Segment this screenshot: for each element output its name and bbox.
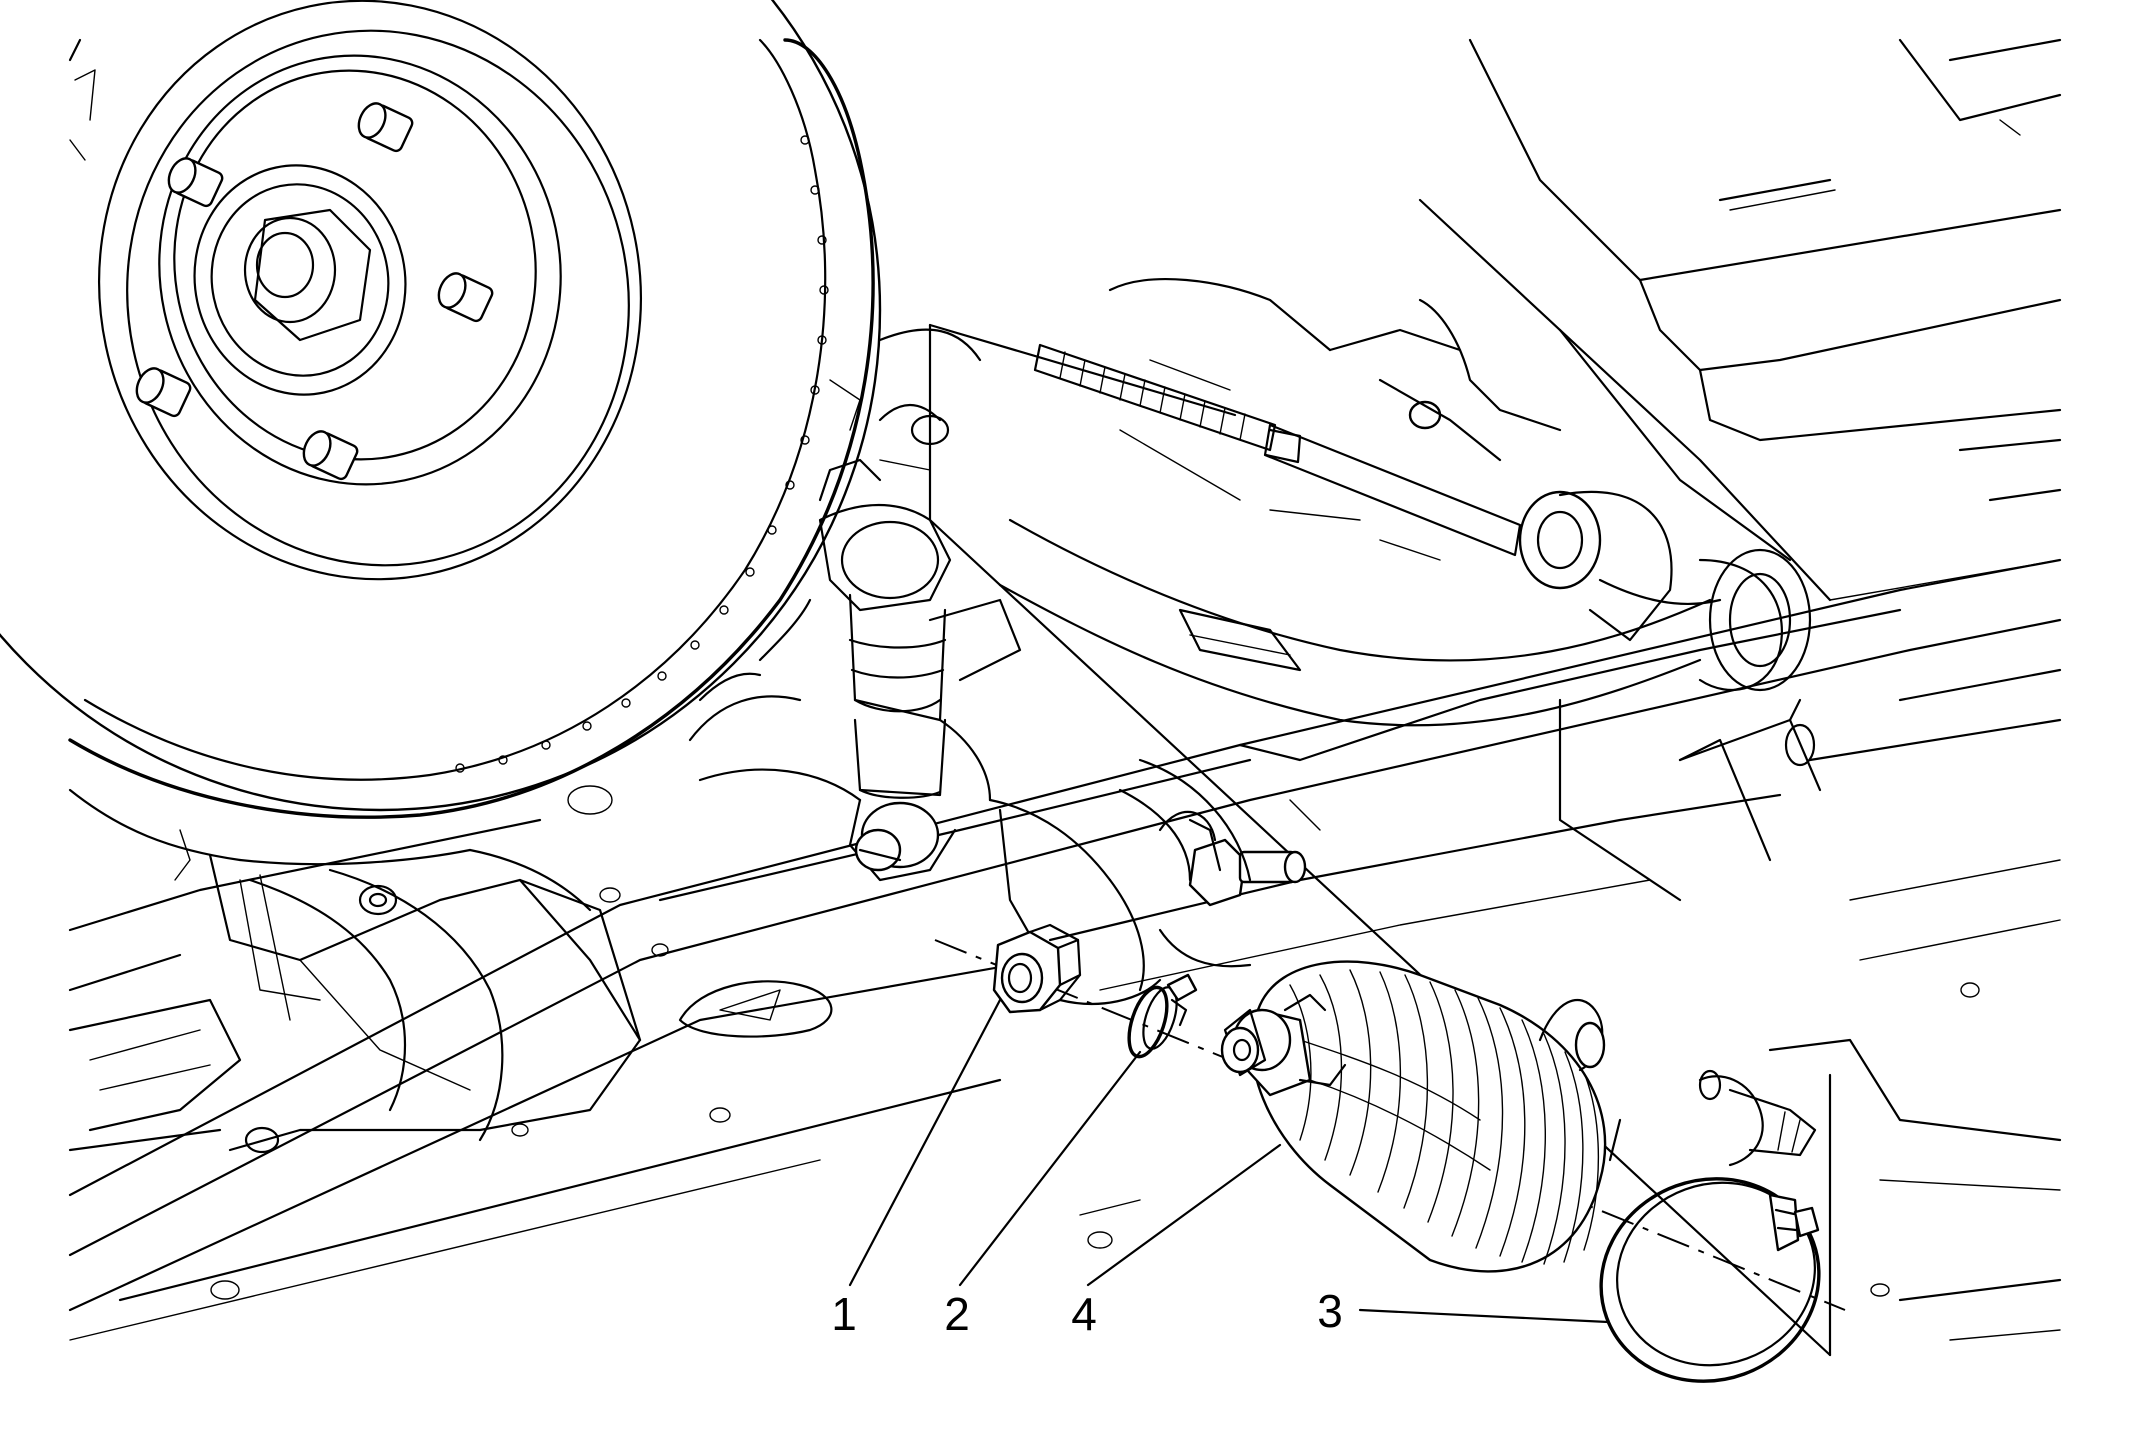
small-boot-clamp bbox=[1127, 973, 1198, 1059]
callout-3: 3 bbox=[1317, 1285, 1343, 1337]
callout-2: 2 bbox=[944, 1288, 970, 1340]
large-boot-clamp bbox=[1599, 1177, 1821, 1383]
callout-1: 1 bbox=[831, 1288, 857, 1340]
callout-4: 4 bbox=[1071, 1288, 1097, 1340]
rotor-vent-holes bbox=[455, 135, 829, 773]
wheel-studs bbox=[135, 102, 494, 481]
lower-arm-bolt bbox=[1158, 810, 1307, 907]
leader-line-1 bbox=[848, 998, 1002, 1287]
steering-gear-boot bbox=[1220, 960, 1622, 1273]
inner-tie-rod-end bbox=[1698, 1069, 1817, 1167]
tie-rod-threads bbox=[1059, 351, 1246, 441]
leader-line-2 bbox=[958, 1050, 1142, 1287]
leader-line-3 bbox=[1358, 1308, 1610, 1324]
leader-line-4 bbox=[1086, 1143, 1282, 1287]
callout-labels: 1 2 4 3 bbox=[831, 1285, 1343, 1340]
leader-lines bbox=[848, 998, 1610, 1324]
brake-rotor bbox=[0, 0, 882, 1154]
vehicle-underbody bbox=[68, 38, 2062, 1341]
jam-nut bbox=[992, 923, 1082, 1014]
tie-rod-assembly bbox=[688, 278, 1822, 1006]
boot-bellows bbox=[1289, 969, 1600, 1265]
